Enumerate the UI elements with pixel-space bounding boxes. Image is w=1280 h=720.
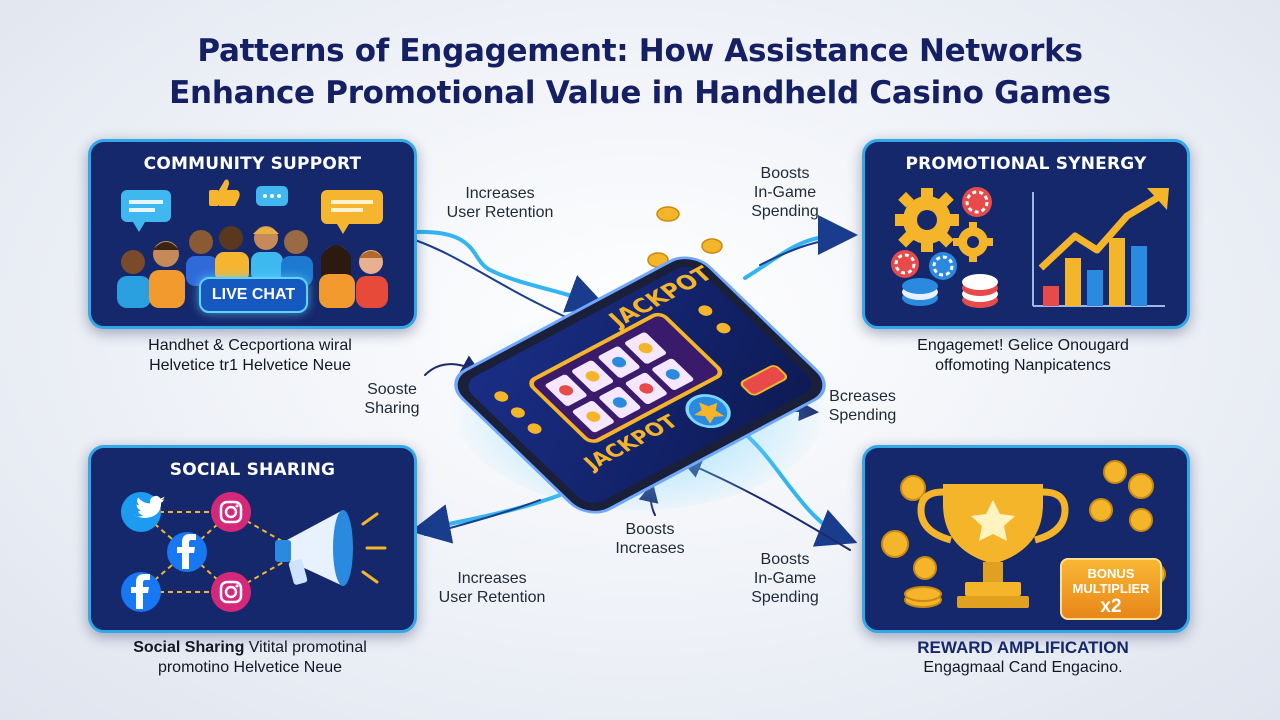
chat-bubble-icon (121, 190, 171, 232)
instagram-icon (211, 492, 251, 532)
twitter-icon (121, 492, 165, 532)
social-caption-line-2: promotino Helvetice Neue (157, 659, 343, 676)
community-support-panel: COMMUNITY SUPPORT (88, 139, 417, 329)
bonus-line-2: MULTIPLIER (1072, 581, 1150, 596)
promotional-synergy-title: PROMOTIONAL SYNERGY (905, 154, 1147, 174)
instagram-icon (211, 572, 251, 612)
title-line-1: Patterns of Engagement: How Assistance N… (197, 33, 1083, 69)
community-support-title: COMMUNITY SUPPORT (143, 154, 362, 174)
community-caption-line-1: Handhet & Cecportiona wiral (148, 337, 352, 354)
label-spending-bot: Boosts In-Game Spending (735, 550, 835, 607)
label-retention-bot: Increases User Retention (422, 569, 562, 607)
label-spending-bot-2: In-Game (753, 570, 817, 587)
label-sharing-2: Sharing (364, 400, 420, 417)
promotional-synergy-panel: PROMOTIONAL SYNERGY (862, 139, 1190, 329)
chat-bubble-icon (256, 186, 288, 206)
label-retention-top-1: Increases (465, 185, 535, 202)
arrow-phone-social-2 (424, 499, 541, 536)
arrow-community-phone (413, 229, 608, 313)
label-retention-top: Increases User Retention (430, 184, 570, 222)
label-retention-bot-1: Increases (457, 570, 527, 587)
community-illustration (117, 179, 388, 308)
social-caption-rest: Vitital promotinal (244, 639, 367, 656)
label-spending-top-2: In-Game (753, 184, 817, 201)
arrow-phone-promo (743, 215, 858, 280)
people-crowd (117, 226, 388, 308)
label-bcreases: Bcreases Spending (815, 387, 910, 425)
label-retention-top-2: User Retention (446, 204, 554, 221)
social-sharing-panel: SOCIAL SHARING (88, 445, 417, 633)
label-boosts-mid: Boosts Increases (600, 520, 700, 558)
gear-icon (895, 188, 959, 252)
gear-icon (953, 222, 993, 262)
label-sharing-1: Sooste (367, 381, 417, 398)
promo-caption-line-2: offomoting Nanpicatencs (935, 357, 1111, 374)
label-spending-bot-3: Spending (751, 589, 819, 606)
coin-icon (881, 460, 1166, 608)
reward-amplification-panel: BONUS MULTIPLIER x2 (862, 445, 1190, 633)
label-spending-top-1: Boosts (760, 165, 810, 182)
bonus-line-3: x2 (1100, 596, 1122, 617)
promo-caption-line-1: Engagemet! Gelice Onougard (917, 337, 1129, 354)
arrow-phone-promo-2 (759, 237, 846, 266)
page-title: Patterns of Engagement: How Assistance N… (0, 30, 1280, 114)
label-retention-bot-2: User Retention (438, 589, 546, 606)
promo-illustration (891, 187, 1169, 308)
title-line-2: Enhance Promotional Value in Handheld Ca… (169, 75, 1111, 111)
label-bcreases-2: Spending (828, 407, 897, 424)
label-sharing: Sooste Sharing (352, 380, 432, 418)
reward-caption-title: REWARD AMPLIFICATION (917, 638, 1129, 657)
social-caption-line-1: Social Sharing Vitital promotinal (60, 638, 440, 658)
phone-illustration: JACKPOT JACKPOT (450, 206, 830, 514)
community-support-caption: Handhet & Cecportiona wiral Helvetice tr… (60, 336, 440, 376)
label-spending-top-3: Spending (751, 203, 819, 220)
megaphone-icon (275, 510, 387, 586)
social-caption-bold: Social Sharing (133, 639, 245, 656)
live-chat-badge: LIVE CHAT (199, 277, 308, 313)
star-icon (694, 402, 725, 424)
label-boosts-mid-1: Boosts (625, 521, 675, 538)
bonus-line-1: BONUS (1087, 566, 1135, 581)
facebook-icon (167, 532, 207, 572)
label-bcreases-1: Bcreases (829, 388, 896, 405)
trophy-icon (917, 484, 1069, 608)
chat-bubble-icon (321, 190, 383, 234)
thumbs-up-icon (209, 179, 240, 206)
community-caption-line-2: Helvetice tr1 Helvetice Neue (149, 357, 351, 374)
facebook-icon (121, 572, 161, 612)
reward-amplification-caption: REWARD AMPLIFICATION Engagmaal Cand Enga… (840, 638, 1206, 678)
label-boosts-mid-2: Increases (615, 540, 685, 557)
arrow-phone-social (410, 493, 562, 544)
trend-arrow-icon (1038, 188, 1169, 271)
social-sharing-caption: Social Sharing Vitital promotinal promot… (60, 638, 440, 678)
reward-illustration (881, 460, 1166, 608)
label-spending-top: Boosts In-Game Spending (735, 164, 835, 221)
reward-caption-line-1: Engagmaal Cand Engacino. (923, 659, 1123, 676)
bar-chart-icon (1032, 192, 1165, 307)
promotional-synergy-caption: Engagemet! Gelice Onougard offomoting Na… (840, 336, 1206, 376)
social-sharing-title: SOCIAL SHARING (169, 460, 336, 480)
casino-chip-icon (891, 187, 998, 308)
star-icon (971, 500, 1015, 541)
label-spending-bot-1: Boosts (760, 551, 810, 568)
social-illustration (121, 492, 387, 612)
bonus-multiplier-badge: BONUS MULTIPLIER x2 (1060, 558, 1162, 620)
